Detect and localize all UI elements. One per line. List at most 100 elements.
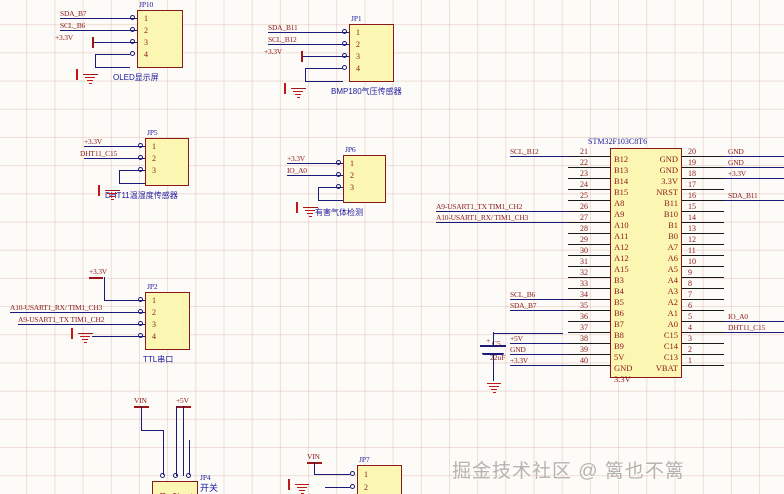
connector-jp5[interactable] [145, 138, 189, 186]
mcu-right-pin-number-2: 2 [688, 345, 692, 354]
mcu-right-pin-name-VBAT: VBAT [655, 363, 678, 373]
connector-jp6[interactable] [343, 155, 386, 203]
connector-jp2[interactable] [145, 292, 190, 350]
mcu-left-pin-wire-34 [568, 299, 610, 300]
mcu-left-pin-wire-39 [568, 354, 610, 355]
jp10-gnd-link [86, 74, 98, 75]
mcu-right-pin-number-17: 17 [688, 180, 696, 189]
mcu-right-pin-number-16: 16 [688, 191, 696, 200]
mcu-left-pin-wire-40 [568, 365, 610, 366]
connector-jp10[interactable] [137, 10, 183, 68]
jp5-pin-number-2: 2 [152, 154, 156, 163]
jp6-pad-1[interactable] [336, 160, 341, 165]
mcu-right-net-label-16: SDA_B11 [728, 191, 758, 200]
jp1-pin-number-4: 4 [356, 64, 360, 73]
jp7-vin-drop [314, 462, 315, 475]
mcu-left-pin-wire-33 [568, 288, 610, 289]
mcu-left-pin-name-B14: B14 [614, 176, 629, 186]
jp1-pad-1[interactable] [342, 29, 347, 34]
jp10-pad-4[interactable] [130, 51, 135, 56]
jp2-pad-4[interactable] [138, 333, 143, 338]
mcu-right-net-wire-5 [724, 321, 784, 322]
jp10-designator: JP10 [139, 0, 154, 9]
mcu-left-net-label-35: SDA_B7 [510, 301, 537, 310]
connector-jp1[interactable] [349, 24, 394, 82]
mcu-left-pin-number-40: 40 [580, 356, 588, 365]
jp2-gnd-link [81, 333, 93, 334]
jp1-pad-3[interactable] [342, 53, 347, 58]
jp2-gnd-wire [92, 336, 145, 337]
jp1-net-wire-2 [268, 44, 349, 45]
mcu-left-pin-name-5V: 5V [614, 352, 625, 362]
mcu-left-net-wire-21 [510, 156, 568, 157]
mcu-right-net-wire-19 [724, 167, 784, 168]
jp10-pad-1[interactable] [130, 15, 135, 20]
mcu-right-pin-number-18: 18 [688, 169, 696, 178]
mcu-body[interactable] [610, 148, 682, 378]
jp6-net-wire-2 [287, 175, 343, 176]
jp5-pad-1[interactable] [138, 143, 143, 148]
jp5-pad-3[interactable] [138, 167, 143, 172]
jp2-net-label-2: A10-USART1_RX/ TIM1_CH3 [10, 303, 103, 312]
mcu-right-pin-wire-13 [682, 233, 724, 234]
mcu-left-pin-wire-28 [568, 233, 610, 234]
jp1-net-label-2: SCL_B12 [268, 35, 297, 44]
jp1-description: BMP180气压传感器 [331, 87, 402, 96]
jp4-5v-drop2 [176, 406, 177, 476]
jp10-gnd-wire-c [95, 54, 130, 55]
jp1-pin-number-1: 1 [356, 28, 360, 37]
mcu-left-pin-name-B15: B15 [614, 187, 629, 197]
jp1-gnd-wire-a [305, 81, 343, 82]
jp10-gnd-wire-a [95, 67, 130, 68]
jp6-net-label-2: IO_A0 [287, 166, 307, 175]
connector-jp4[interactable] [152, 481, 198, 494]
jp4-net-label-vin: VIN [134, 396, 147, 405]
mcu-right-pin-wire-12 [682, 244, 724, 245]
jp7-net-wire-1 [314, 474, 350, 475]
jp7-pad-2[interactable] [350, 484, 355, 489]
mcu-left-pin-number-26: 26 [580, 202, 588, 211]
mcu-left-pin-wire-38 [568, 343, 610, 344]
mcu-right-net-wire-16 [724, 200, 784, 201]
mcu-left-pin-number-28: 28 [580, 224, 588, 233]
jp4-pad-1[interactable] [186, 473, 191, 478]
jp1-pad-2[interactable] [342, 41, 347, 46]
mcu-left-pin-number-31: 31 [580, 257, 588, 266]
jp4-5v-drop [183, 406, 184, 476]
mcu-left-pin-wire-27 [568, 222, 610, 223]
jp2-v33-bar [89, 277, 103, 279]
mcu-left-pin-wire-23 [568, 178, 610, 179]
connector-jp7[interactable] [357, 465, 402, 494]
jp4-description: 开关 [200, 483, 219, 493]
jp6-pad-3[interactable] [336, 184, 341, 189]
mcu-left-net-label-21: SCL_B12 [510, 147, 539, 156]
mcu-left-pin-name-B7: B7 [614, 319, 624, 329]
jp2-pad-3[interactable] [138, 321, 143, 326]
jp4-pad-3[interactable] [160, 473, 165, 478]
jp4-pad-2[interactable] [173, 473, 178, 478]
mcu-right-net-label-18: +3.3V [728, 169, 747, 178]
jp7-designator: JP7 [359, 455, 370, 464]
jp6-pad-2[interactable] [336, 172, 341, 177]
jp1-net-wire-1 [268, 32, 349, 33]
jp10-net-wire-1 [60, 18, 137, 19]
jp1-pad-4[interactable] [342, 65, 347, 70]
mcu-right-pin-wire-9 [682, 277, 724, 278]
jp10-pad-3[interactable] [130, 39, 135, 44]
jp2-pin-number-3: 3 [152, 320, 156, 329]
cap-plate-top [480, 345, 506, 347]
mcu-left-pin-number-29: 29 [580, 235, 588, 244]
jp5-gnd-wire-a [119, 183, 145, 184]
jp2-pad-1[interactable] [138, 297, 143, 302]
jp5-net-wire-1 [84, 146, 145, 147]
jp5-pad-2[interactable] [138, 155, 143, 160]
mcu-left-pin-name-A9: A9 [614, 209, 625, 219]
mcu-right-pin-name-A1: A1 [667, 308, 678, 318]
jp2-designator: JP2 [147, 282, 158, 291]
mcu-right-net-label-19: GND [728, 158, 744, 167]
jp6-designator: JP6 [345, 145, 356, 154]
jp7-pad-1[interactable] [350, 471, 355, 476]
jp2-pad-2[interactable] [138, 309, 143, 314]
jp10-pad-2[interactable] [130, 27, 135, 32]
jp2-pin-number-1: 1 [152, 296, 156, 305]
